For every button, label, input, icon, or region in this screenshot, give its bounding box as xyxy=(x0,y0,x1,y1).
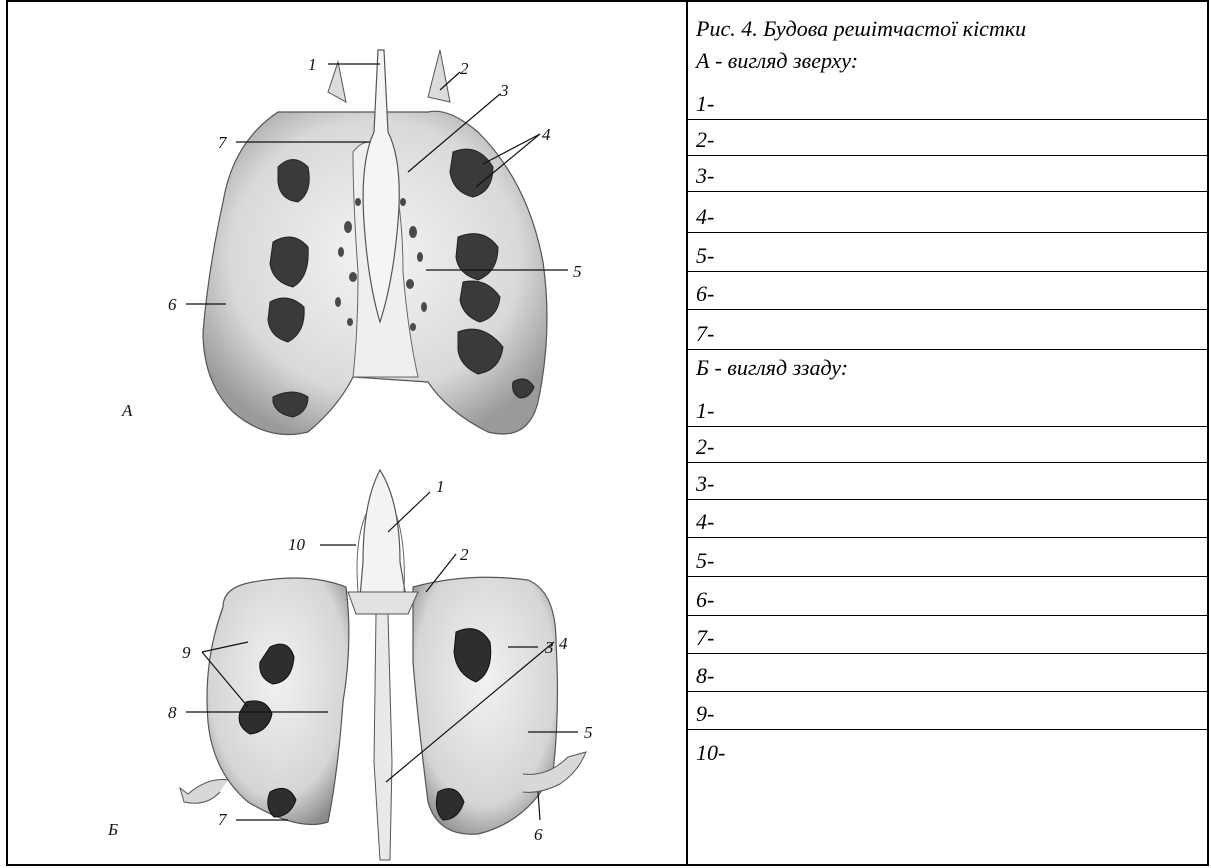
figure-b-label-10: 10 xyxy=(288,535,306,554)
answer-row-b7[interactable]: 7- xyxy=(688,618,1207,654)
figure-a-label-2: 2 xyxy=(460,59,469,78)
answer-label: 1- xyxy=(696,91,714,117)
illustration-cell: 1 2 3 4 5 6 7 А xyxy=(8,2,688,864)
worksheet-table: 1 2 3 4 5 6 7 А xyxy=(6,0,1209,866)
figure-b-label-2: 2 xyxy=(460,545,469,564)
figure-b-label-1: 1 xyxy=(436,477,445,496)
figure-a-label-1: 1 xyxy=(308,55,317,74)
answer-label: 6- xyxy=(696,587,714,613)
answer-row-a6[interactable]: 6- xyxy=(688,274,1207,310)
figure-a-label-3: 3 xyxy=(499,81,509,100)
answer-row-b3[interactable]: 3- xyxy=(688,464,1207,500)
figure-a-drawing xyxy=(203,50,547,435)
answer-row-b8[interactable]: 8- xyxy=(688,656,1207,692)
answer-row-a2[interactable]: 2- xyxy=(688,120,1207,156)
answer-row-a7[interactable]: 7- xyxy=(688,314,1207,350)
answer-label: 7- xyxy=(696,321,714,347)
answer-label: 5- xyxy=(696,548,714,574)
answer-label: 9- xyxy=(696,701,714,727)
answer-label: 8- xyxy=(696,663,714,689)
answer-row-b6[interactable]: 6- xyxy=(688,580,1207,616)
answer-label: 4- xyxy=(696,204,714,230)
answer-cell: Рис. 4. Будова решітчастої кістки А - ви… xyxy=(688,2,1207,864)
figure-caption-title: Рис. 4. Будова решітчастої кістки xyxy=(696,16,1026,42)
answer-row-b10[interactable]: 10- xyxy=(688,732,1207,768)
answer-label: 6- xyxy=(696,281,714,307)
view-a-heading: А - вигляд зверху: xyxy=(696,48,858,74)
answer-label: 3- xyxy=(696,471,714,497)
figure-b-label-8: 8 xyxy=(168,703,177,722)
answer-label: 3- xyxy=(696,163,714,189)
answer-label: 2- xyxy=(696,434,714,460)
answer-row-b9[interactable]: 9- xyxy=(688,694,1207,730)
figure-b-label-4: 4 xyxy=(559,634,568,653)
figure-a-label-5: 5 xyxy=(573,262,582,281)
answer-label: 4- xyxy=(696,509,714,535)
view-b-heading: Б - вигляд ззаду: xyxy=(696,355,848,381)
figure-b-letter: Б xyxy=(107,820,118,839)
figure-b-label-6: 6 xyxy=(534,825,543,844)
figure-b-label-3: 3 xyxy=(544,638,554,657)
answer-row-b5[interactable]: 5- xyxy=(688,541,1207,577)
answer-row-a1[interactable]: 1- xyxy=(688,84,1207,120)
ethmoid-bone-illustration: 1 2 3 4 5 6 7 А xyxy=(8,2,686,866)
answer-row-a4[interactable]: 4- xyxy=(688,197,1207,233)
figure-b-label-9: 9 xyxy=(182,643,191,662)
figure-b-drawing xyxy=(180,470,586,860)
figure-b-label-5: 5 xyxy=(584,723,593,742)
answer-row-a3[interactable]: 3- xyxy=(688,156,1207,192)
answer-row-b4[interactable]: 4- xyxy=(688,502,1207,538)
figure-a-letter: А xyxy=(121,401,133,420)
answer-row-a5[interactable]: 5- xyxy=(688,236,1207,272)
answer-label: 2- xyxy=(696,127,714,153)
figure-a-label-7: 7 xyxy=(218,133,228,152)
figure-a-label-6: 6 xyxy=(168,295,177,314)
figure-b-label-7: 7 xyxy=(218,810,228,829)
answer-row-b1[interactable]: 1- xyxy=(688,391,1207,427)
answer-label: 10- xyxy=(696,740,725,766)
answer-label: 7- xyxy=(696,625,714,651)
figure-a-label-4: 4 xyxy=(542,125,551,144)
answer-label: 5- xyxy=(696,243,714,269)
answer-row-b2[interactable]: 2- xyxy=(688,427,1207,463)
answer-label: 1- xyxy=(696,398,714,424)
